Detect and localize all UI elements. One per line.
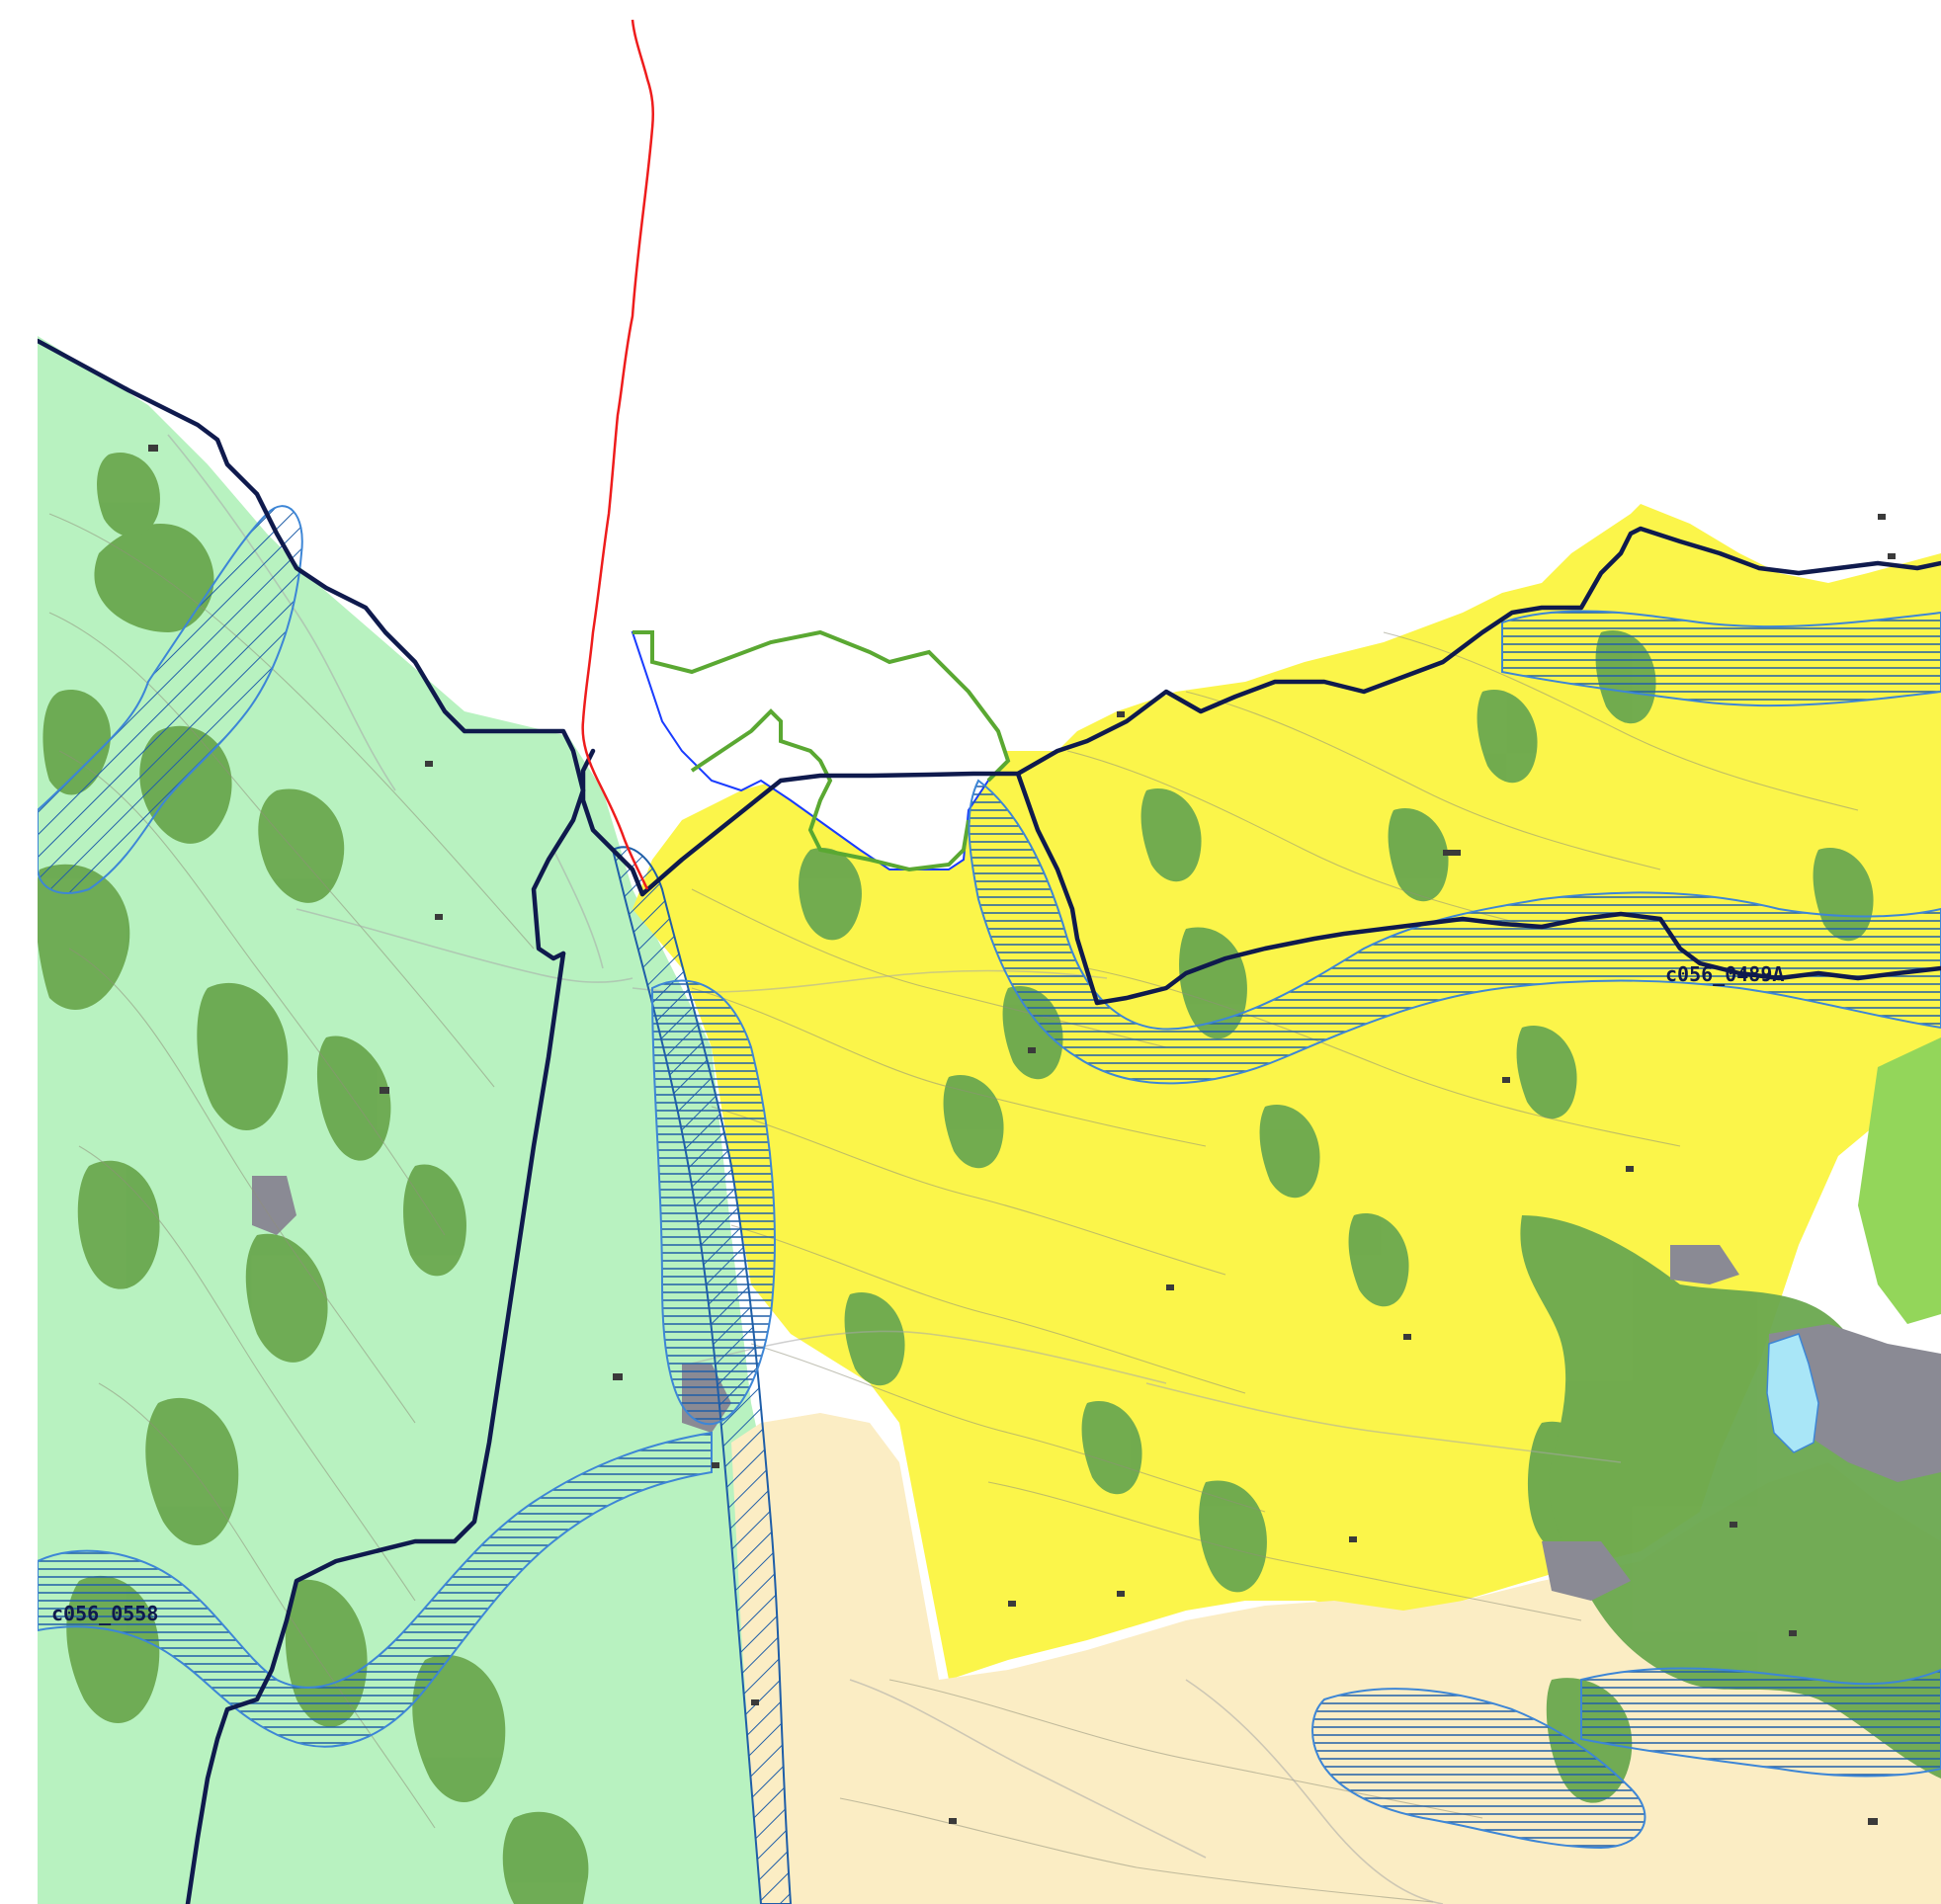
- vincolo-hatched-zones: [38, 505, 1941, 1904]
- buildings: [148, 445, 1896, 1825]
- contour-lines: [48, 513, 1859, 1903]
- local-roads: [167, 434, 1622, 1904]
- quarry-inner-outline: [690, 708, 970, 872]
- forest-right-edge: [1858, 1037, 1941, 1324]
- map-layers: c056_0558 c056_0489A: [38, 19, 1941, 1904]
- administrative-boundaries: [38, 338, 1941, 1904]
- red-road-line: [581, 19, 655, 890]
- quarry-outline-green: [633, 629, 1011, 783]
- zone-beige-area: [731, 1413, 1941, 1904]
- map-label-c056-0558: c056_0558: [51, 1602, 158, 1625]
- map-label-c056-0489a: c056_0489A: [1665, 962, 1784, 986]
- lake: [1766, 1333, 1819, 1453]
